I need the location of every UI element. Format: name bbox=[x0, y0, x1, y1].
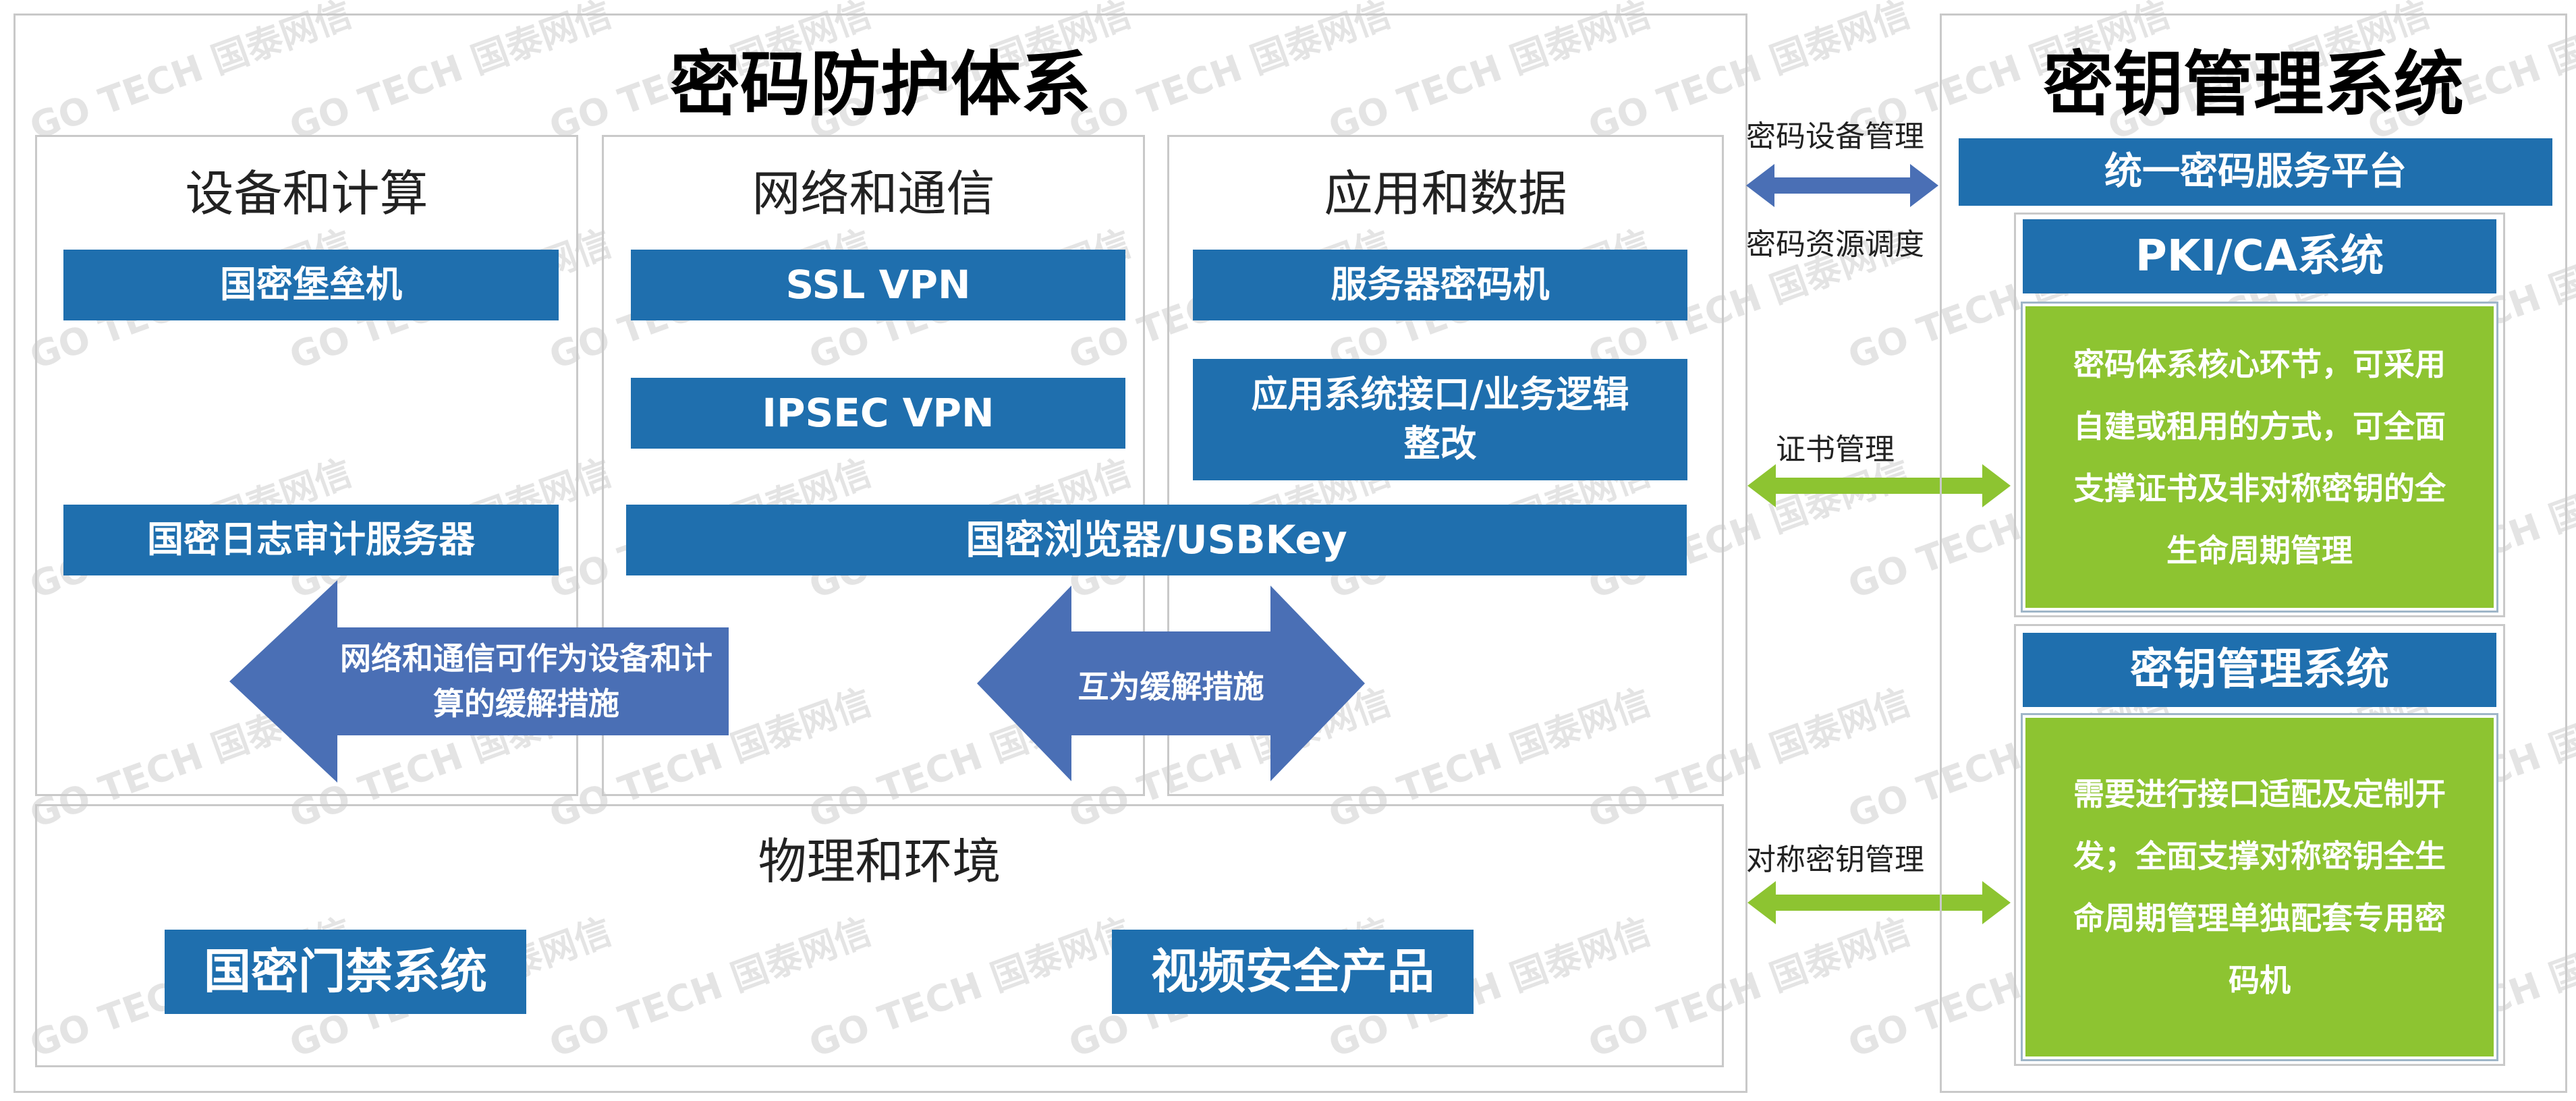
key-mgmt-description: 需要进行接口适配及定制开发；全面支撑对称密钥全生命周期管理单独配套专用密码机 bbox=[2021, 713, 2498, 1061]
physical-environment-panel bbox=[35, 804, 1724, 1067]
arrow-device-mgmt bbox=[1746, 164, 1938, 207]
server-crypto-machine: 服务器密码机 bbox=[1193, 250, 1687, 320]
application-data-panel bbox=[1167, 135, 1724, 796]
arrow-sym-key-mgmt bbox=[1747, 881, 2011, 924]
ssl-vpn: SSL VPN bbox=[631, 250, 1125, 320]
unified-crypto-service-platform: 统一密码服务平台 bbox=[1959, 138, 2552, 206]
double-arrow-shape bbox=[977, 586, 1365, 781]
physical-environment-title: 物理和环境 bbox=[758, 832, 1001, 890]
left-arrow-text: 网络和通信可作为设备和计算的缓解措施 bbox=[340, 640, 712, 722]
pki-ca-description: 密码体系核心环节，可采用自建或租用的方式，可全面支撑证书及非对称密钥的全生命周期… bbox=[2021, 302, 2498, 613]
app-interface-logic-rectification: 应用系统接口/业务逻辑整改 bbox=[1193, 359, 1687, 480]
guomi-browser-usbkey: 国密浏览器/USBKey bbox=[626, 505, 1687, 575]
left-arrow-shape bbox=[229, 580, 729, 783]
guomi-bastion-host: 国密堡垒机 bbox=[63, 250, 559, 320]
ipsec-vpn: IPSEC VPN bbox=[631, 378, 1125, 449]
network-communication-title: 网络和通信 bbox=[752, 165, 995, 222]
key-mgmt-title: 密钥管理系统 bbox=[2023, 633, 2496, 707]
arrow-cert-mgmt bbox=[1747, 464, 2011, 507]
device-computing-panel bbox=[35, 135, 578, 796]
application-data-title: 应用和数据 bbox=[1324, 165, 1567, 222]
kms-title: 密钥管理系统 bbox=[2042, 43, 2464, 125]
pki-ca-panel bbox=[2014, 213, 2505, 617]
label-device-mgmt: 密码设备管理 bbox=[1746, 119, 1924, 154]
guomi-log-audit-server: 国密日志审计服务器 bbox=[63, 505, 559, 575]
pki-ca-title: PKI/CA系统 bbox=[2023, 219, 2496, 293]
kms-panel bbox=[1940, 13, 2567, 1093]
label-sym-key-mgmt: 对称密钥管理 bbox=[1746, 843, 1924, 877]
label-cert-mgmt: 证书管理 bbox=[1776, 432, 1895, 467]
protection-title: 密码防护体系 bbox=[669, 43, 1091, 125]
double-arrow-text: 互为缓解措施 bbox=[1077, 669, 1264, 705]
network-communication-panel bbox=[602, 135, 1145, 796]
protection-system-panel bbox=[13, 13, 1747, 1093]
video-security-product: 视频安全产品 bbox=[1112, 930, 1474, 1014]
key-mgmt-panel bbox=[2014, 624, 2505, 1066]
device-computing-title: 设备和计算 bbox=[185, 165, 428, 222]
label-resource-sched: 密码资源调度 bbox=[1746, 227, 1924, 262]
guomi-access-control: 国密门禁系统 bbox=[165, 930, 526, 1014]
